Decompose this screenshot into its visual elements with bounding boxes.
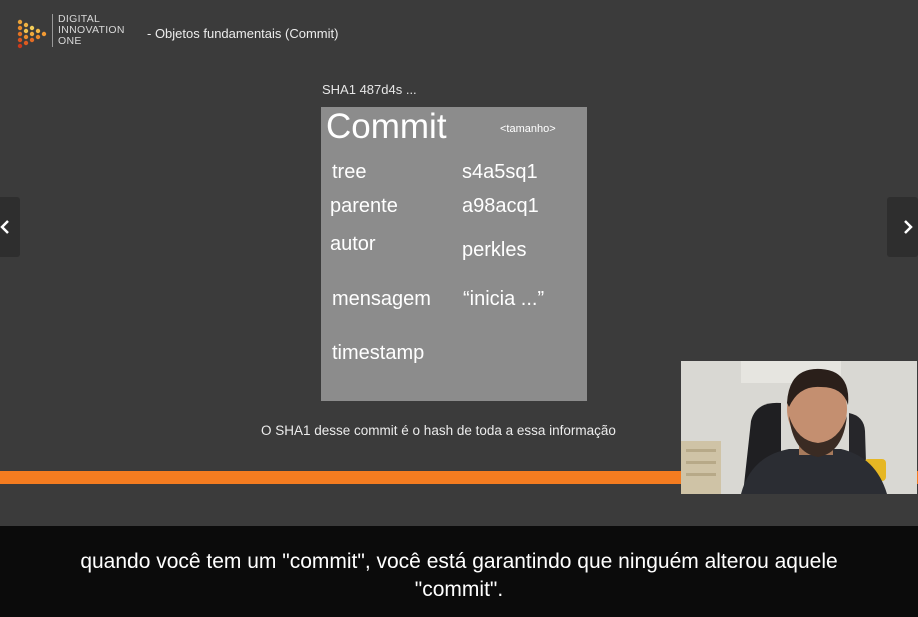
field-key-tree: tree (332, 161, 367, 183)
dio-logo-icon (17, 19, 47, 49)
field-key-parente: parente (330, 195, 398, 217)
field-value-autor: perkles (462, 239, 527, 261)
next-slide-button[interactable] (887, 197, 918, 257)
prev-slide-button[interactable] (0, 197, 20, 257)
field-value-tree: s4a5sq1 (462, 161, 538, 183)
subtitle-line-2: "commit". (414, 578, 504, 601)
slide: DIGITAL INNOVATION ONE - Objetos fundame… (17, 13, 616, 438)
subtitle-line-1: quando você tem um "commit", você está g… (80, 550, 838, 573)
field-value-parente: a98acq1 (462, 195, 539, 217)
webcam-image (681, 361, 917, 494)
field-key-timestamp: timestamp (332, 342, 425, 364)
webcam-feed (681, 361, 917, 494)
commit-card: Commit <tamanho> tree s4a5sq1 parente a9… (321, 107, 587, 401)
field-key-mensagem: mensagem (332, 288, 431, 310)
sha-label: SHA1 487d4s ... (322, 82, 417, 97)
brand-line-3: ONE (58, 35, 82, 47)
brand-wordmark: DIGITAL INNOVATION ONE (52, 14, 125, 47)
slide-caption: O SHA1 desse commit é o hash de toda a e… (261, 423, 616, 438)
commit-size-label: <tamanho> (500, 123, 556, 135)
chevron-left-icon (0, 220, 9, 234)
field-value-mensagem: “inicia ...” (463, 288, 545, 310)
brand-line-2: INNOVATION (58, 24, 125, 36)
subtitle-area: quando você tem um "commit", você está g… (0, 526, 918, 617)
field-key-autor: autor (330, 233, 376, 255)
slide-title: - Objetos fundamentais (Commit) (147, 26, 339, 41)
chevron-right-icon (904, 220, 913, 234)
commit-card-title: Commit (326, 107, 447, 146)
brand-line-1: DIGITAL (58, 13, 101, 25)
